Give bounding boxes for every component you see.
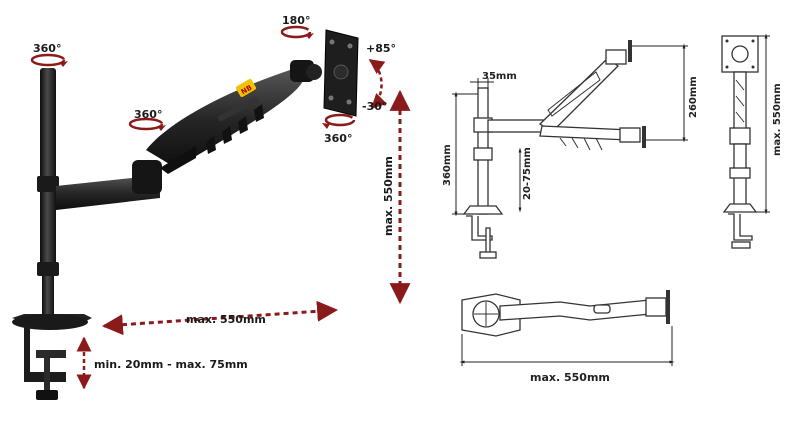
plate-rotation-label: 360°	[324, 132, 352, 145]
side-height-label: max. 550mm	[772, 83, 783, 156]
vesa-plate	[323, 29, 359, 117]
side-lower-gas-arm	[539, 125, 631, 141]
clamp-range-label: min. 20mm - max. 75mm	[94, 358, 248, 371]
front-elevation-drawing: max. 550mm	[721, 33, 783, 249]
side-upper-arm	[538, 57, 619, 133]
monitor-arm-illustration: 360° 360° NB	[12, 14, 411, 400]
desk-clamp	[16, 326, 66, 382]
horizontal-reach-arrow-icon	[101, 300, 339, 336]
top-view-drawing: max. 550mm	[459, 290, 675, 384]
tilt-down-label: -30°	[362, 100, 387, 113]
horizontal-reach-label: max. 550mm	[186, 313, 266, 326]
clamp-knob	[36, 390, 58, 400]
side-elevation-drawing: 35mm 360mm 20-75mm 260mm	[442, 40, 699, 259]
clamp-screw	[44, 356, 50, 394]
arm-rotation-arrow-icon	[128, 117, 166, 131]
tilt-arrow-icon	[368, 58, 387, 110]
top-length-label: max. 550mm	[530, 371, 610, 384]
top-view-arm	[499, 299, 651, 321]
pole-rotation-arrow-icon	[30, 53, 68, 67]
pole-collar	[37, 176, 59, 192]
vertical-reach-label: max. 550mm	[382, 156, 395, 236]
head-rotation-label: 180°	[282, 14, 310, 27]
pole	[40, 68, 56, 268]
desk-thickness-label: 20-75mm	[522, 147, 533, 200]
plate-rotation-arrow-icon	[322, 113, 356, 129]
pole-height-label: 360mm	[442, 144, 453, 186]
arm-rotation-label: 360°	[134, 108, 162, 121]
pole-rotation-label: 360°	[33, 42, 61, 55]
pole-collar-lower	[37, 262, 59, 276]
tilt-up-label: +85°	[366, 42, 396, 55]
pole-width-label: 35mm	[482, 71, 517, 82]
head-rotation-arrow-icon	[280, 25, 314, 39]
arm-height-label: 260mm	[688, 76, 699, 118]
